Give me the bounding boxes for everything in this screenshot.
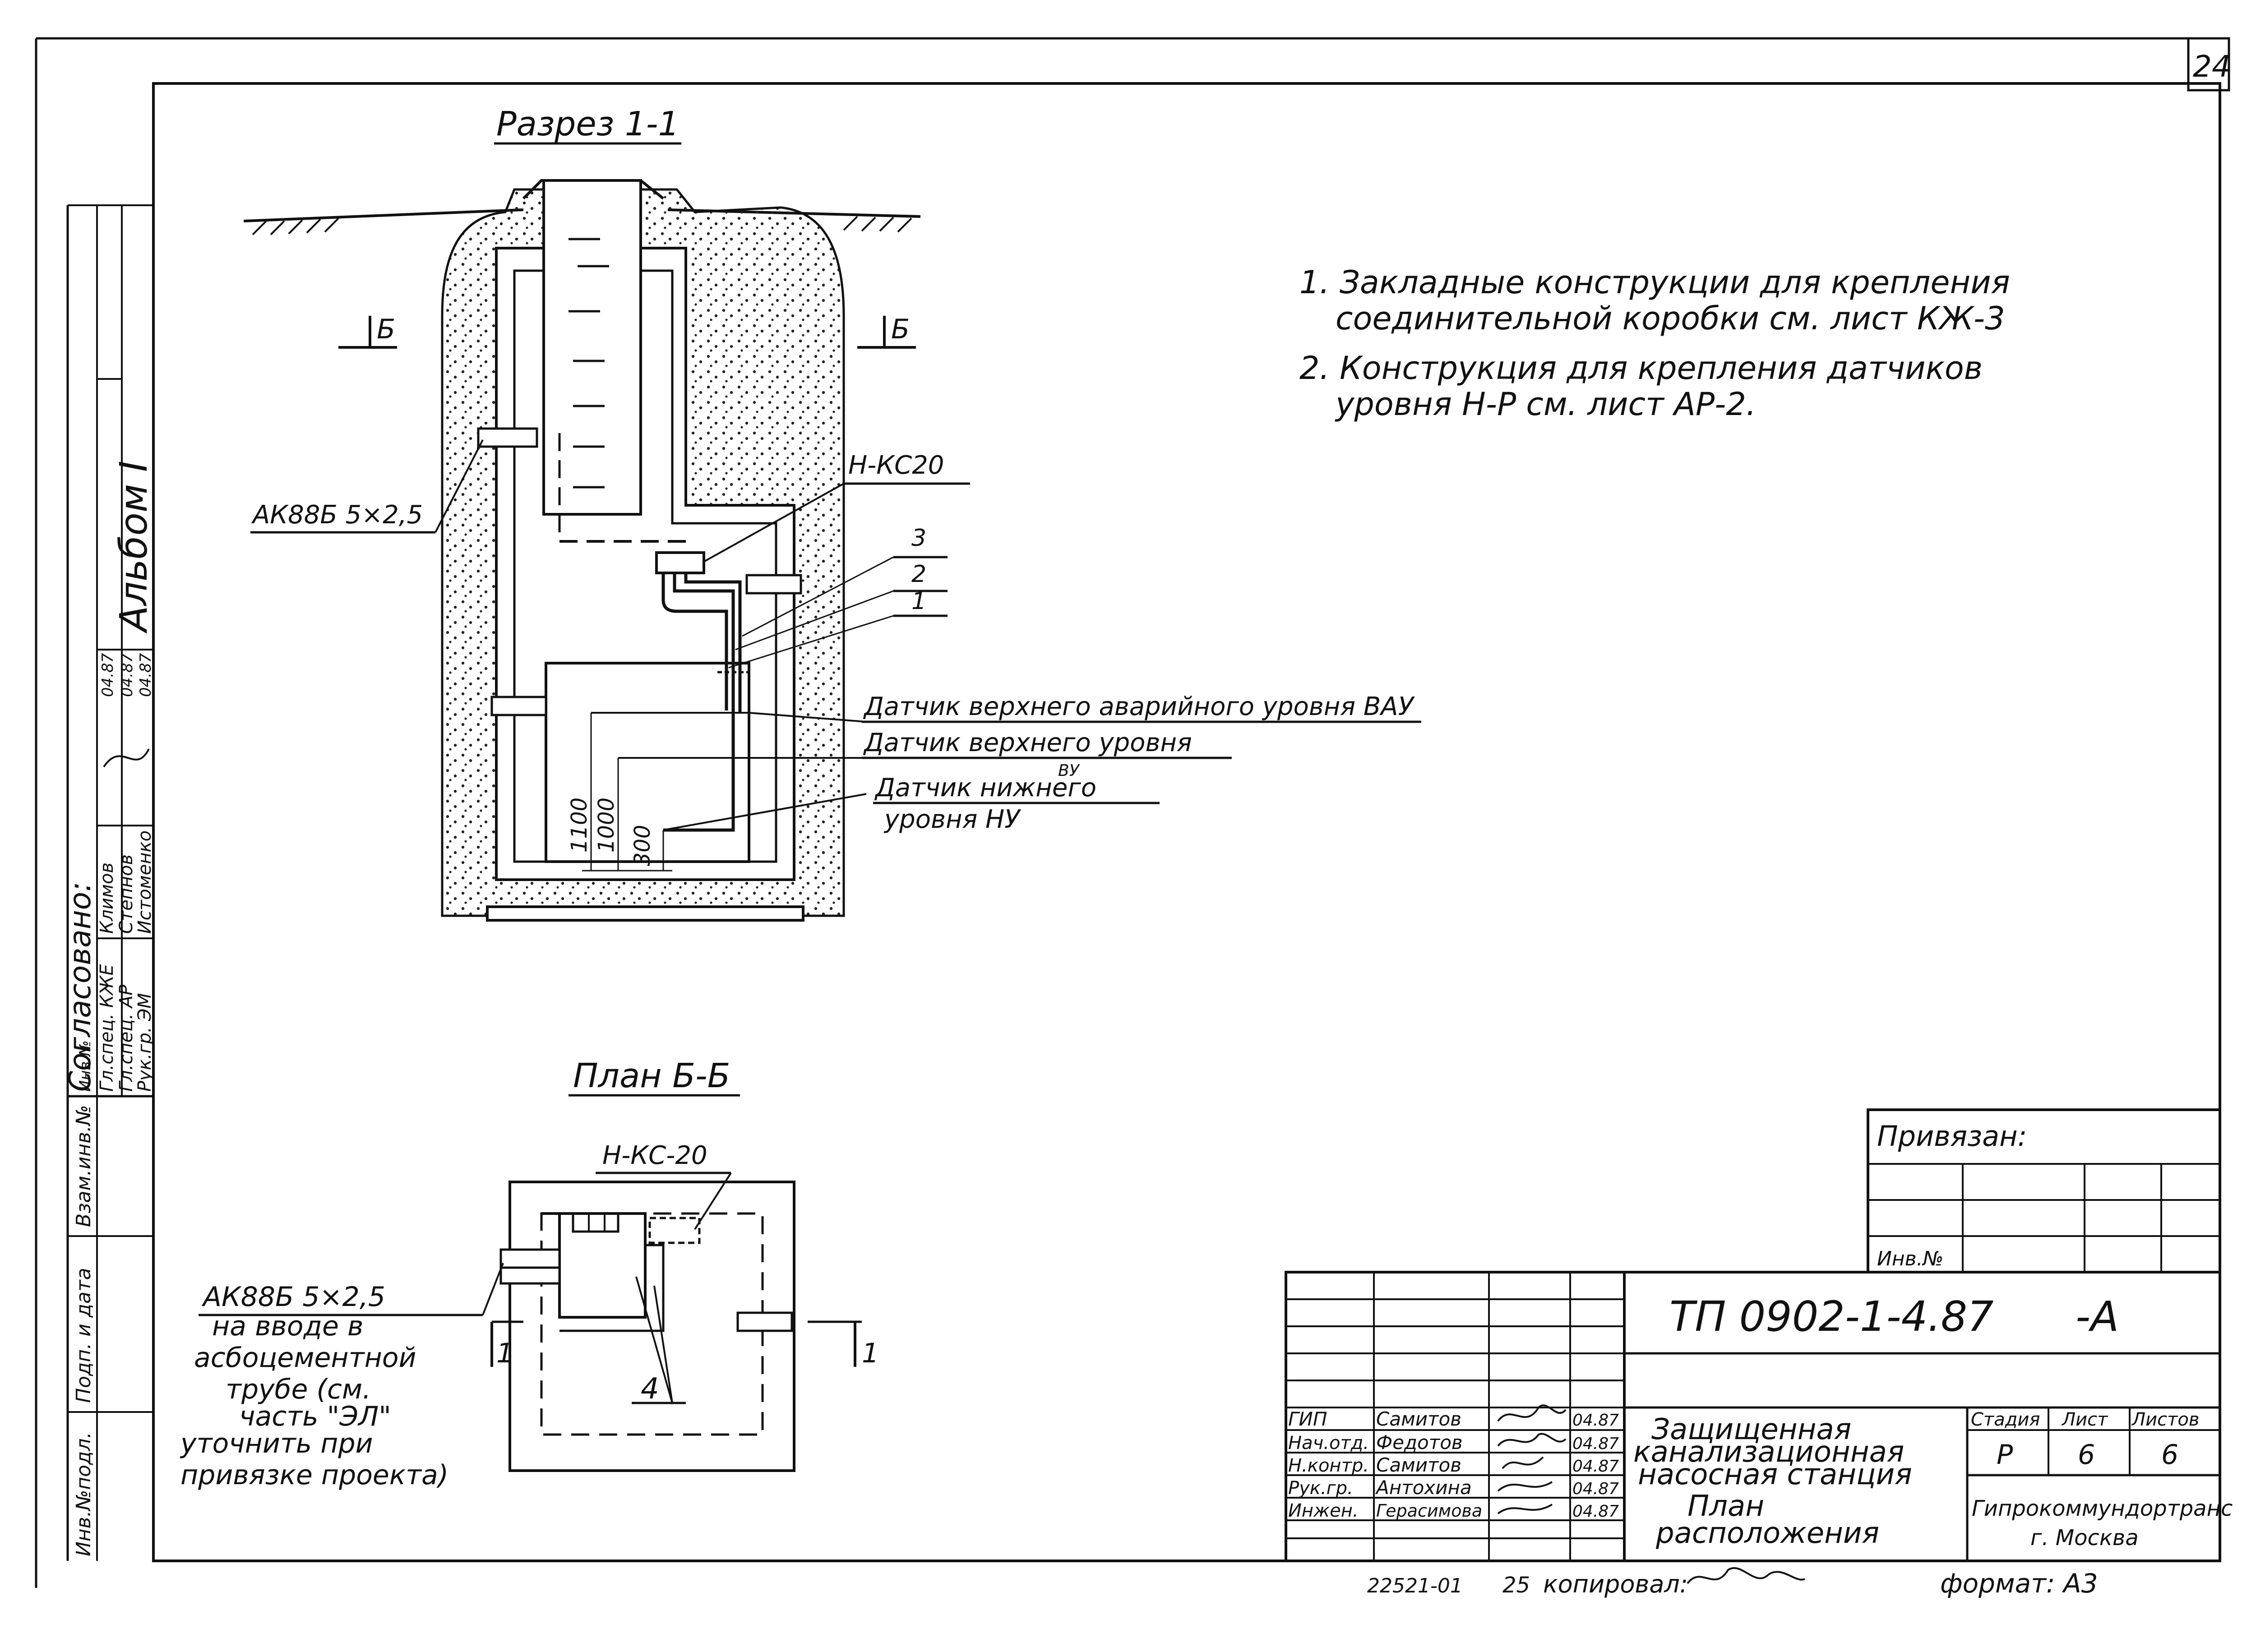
signatures bbox=[103, 748, 1567, 1514]
project-title-1: Защищенная bbox=[1651, 1413, 1851, 1446]
footer: 22521-01 25 копировал: формат: А3 bbox=[1367, 1567, 2098, 1599]
page-number: 24 bbox=[2193, 49, 2231, 84]
project-code: ТП 0902-1-4.87 bbox=[1669, 1292, 1994, 1341]
sensor-high-abbr: ВУ bbox=[1058, 761, 1080, 780]
sheets-value: 6 bbox=[2161, 1439, 2178, 1471]
agreed-date-2: 04.87 bbox=[118, 653, 136, 697]
plan-box-label: Н-КС-20 bbox=[602, 1141, 707, 1170]
plan-cut-mark-right: 1 bbox=[862, 1338, 879, 1369]
stamp-role-2: Нач.отд. bbox=[1288, 1433, 1369, 1454]
plan-fitting-line-6: уточнить при bbox=[180, 1428, 373, 1459]
project-title-2: канализационная bbox=[1633, 1435, 1904, 1469]
note-1-line1: 1. Закладные конструкции для крепления bbox=[1299, 264, 2010, 301]
plan-b-b: План Б-Б 1 1 Н-КС-20 4 АК88Б 5×2,5 bbox=[180, 1057, 879, 1491]
note-2-line2: уровня Н-Р см. лист АР-2. bbox=[1335, 386, 1756, 423]
footer-copied-label: копировал: bbox=[1543, 1570, 1688, 1598]
plan-fitting-line-4: трубе (см. bbox=[226, 1374, 371, 1405]
left-approval-strip: Альбом I Согласовано: Гл.спец. КЖЕ Гл.сп… bbox=[63, 204, 156, 1561]
plan-fitting-line-3: асбоцементной bbox=[194, 1342, 416, 1374]
stamp-role-3: Н.контр. bbox=[1288, 1455, 1369, 1476]
sensor-high-alarm: Датчик верхнего аварийного уровня ВАУ bbox=[863, 692, 1415, 721]
agreed-date-1: 04.87 bbox=[99, 653, 117, 697]
section-box-label: Н-КС20 bbox=[848, 451, 944, 480]
agreed-date-3: 04.87 bbox=[137, 653, 155, 697]
org-city: г. Москва bbox=[2030, 1525, 2139, 1550]
org-name: Гипрокоммундортранс bbox=[1972, 1496, 2233, 1521]
plan-cut-mark-left: 1 bbox=[496, 1338, 513, 1369]
agreed-name-1: Климов bbox=[97, 863, 117, 934]
stamp-name-4: Антохина bbox=[1375, 1477, 1472, 1499]
plan-fitting-line-1: АК88Б 5×2,5 bbox=[201, 1281, 385, 1313]
attached-label: Привязан: bbox=[1877, 1120, 2027, 1153]
sheets-header: Листов bbox=[2131, 1409, 2199, 1430]
stamp-name-5: Герасимова bbox=[1376, 1501, 1482, 1521]
title-block: ТП 0902-1-4.87 -А Защищенная канализацио… bbox=[103, 748, 2233, 1562]
inv-label-2: Подп. и дата bbox=[72, 1268, 95, 1403]
stage-header: Стадия bbox=[1971, 1409, 2040, 1430]
wire-number-1: 1 bbox=[911, 588, 926, 615]
footer-order: 22521-01 bbox=[1367, 1574, 1463, 1597]
footer-format: формат: А3 bbox=[1940, 1568, 2098, 1599]
agreed-name-3: Истоменко bbox=[134, 831, 155, 934]
agreed-role-2: Гл.спец. АР bbox=[116, 984, 137, 1092]
stamp-date-2: 04.87 bbox=[1572, 1435, 1619, 1453]
plan-fitting-line-7: привязке проекта) bbox=[180, 1459, 448, 1491]
cut-mark-right: Б bbox=[891, 314, 910, 345]
footer-copy-num: 25 bbox=[1502, 1573, 1530, 1598]
wire-number-2: 2 bbox=[911, 561, 926, 588]
sheet-value: 6 bbox=[2078, 1439, 2095, 1471]
agreed-role-1: Гл.спец. КЖЕ bbox=[97, 964, 117, 1092]
inv-no-label: Инв.№ bbox=[1877, 1247, 1943, 1270]
stamp-name-2: Федотов bbox=[1376, 1431, 1463, 1454]
note-2-line1: 2. Конструкция для крепления датчиков bbox=[1299, 350, 1983, 387]
sensor-high: Датчик верхнего уровня bbox=[863, 728, 1192, 757]
stamp-name-3: Самитов bbox=[1376, 1454, 1461, 1476]
stamp-date-4: 04.87 bbox=[1572, 1480, 1619, 1498]
plan-title: План Б-Б bbox=[573, 1057, 730, 1095]
agreed-role-3: Рук.гр. ЭМ bbox=[134, 993, 155, 1092]
stamp-date-3: 04.87 bbox=[1572, 1457, 1619, 1476]
stamp-name-1: Самитов bbox=[1376, 1408, 1461, 1430]
dim-1000: 1000 bbox=[594, 798, 619, 853]
agreed-label: Согласовано: bbox=[63, 881, 97, 1092]
stage-value: Р bbox=[1997, 1439, 2013, 1471]
sheet-title-2: расположения bbox=[1655, 1517, 1879, 1550]
cut-mark-left: Б bbox=[377, 314, 395, 345]
sheet-title-1: План bbox=[1687, 1490, 1764, 1523]
stamp-role-5: Инжен. bbox=[1288, 1500, 1359, 1521]
project-code-suffix: -А bbox=[2076, 1292, 2119, 1341]
copier-signature bbox=[1687, 1567, 1805, 1584]
plan-fitting-line-5: часть "ЭЛ" bbox=[239, 1401, 391, 1432]
dim-1100: 1100 bbox=[567, 798, 592, 853]
inv-label-1: Инв.№подл. bbox=[72, 1432, 95, 1556]
sheet-header: Лист bbox=[2061, 1409, 2108, 1430]
project-title-3: насосная станция bbox=[1638, 1458, 1912, 1491]
note-1-line2: соединительной коробки см. лист КЖ-3 bbox=[1336, 300, 2005, 337]
stamp-date-5: 04.87 bbox=[1572, 1502, 1619, 1521]
sensor-low-line2: уровня НУ bbox=[883, 805, 1022, 834]
section-title: Разрез 1-1 bbox=[496, 105, 680, 143]
attachment-block: Привязан: Инв.№ bbox=[1867, 1108, 2221, 1274]
wire-number-3: 3 bbox=[911, 525, 926, 552]
section-1-1: Разрез 1-1 bbox=[243, 105, 1421, 922]
inv-label-3: Взам.инв.№ bbox=[72, 1105, 95, 1227]
plan-leader-number: 4 bbox=[641, 1372, 659, 1406]
stamp-role-1: ГИП bbox=[1288, 1408, 1327, 1430]
album-label: Альбом I bbox=[111, 461, 156, 634]
stamp-date-1: 04.87 bbox=[1572, 1411, 1619, 1430]
agreed-name-2: Степнов bbox=[116, 854, 137, 934]
inv-label-4: Инв.№ bbox=[76, 1040, 94, 1092]
sheet-frame: 24 bbox=[35, 37, 2231, 1588]
stamp-role-4: Рук.гр. bbox=[1288, 1478, 1353, 1499]
dim-300: 300 bbox=[630, 825, 655, 866]
section-fitting-label: АК88Б 5×2,5 bbox=[251, 500, 423, 530]
plan-fitting-line-2: на вводе в bbox=[212, 1311, 363, 1342]
sensor-low-line1: Датчик нижнего bbox=[874, 773, 1096, 803]
notes-block: 1. Закладные конструкции для крепления с… bbox=[1299, 264, 2010, 423]
